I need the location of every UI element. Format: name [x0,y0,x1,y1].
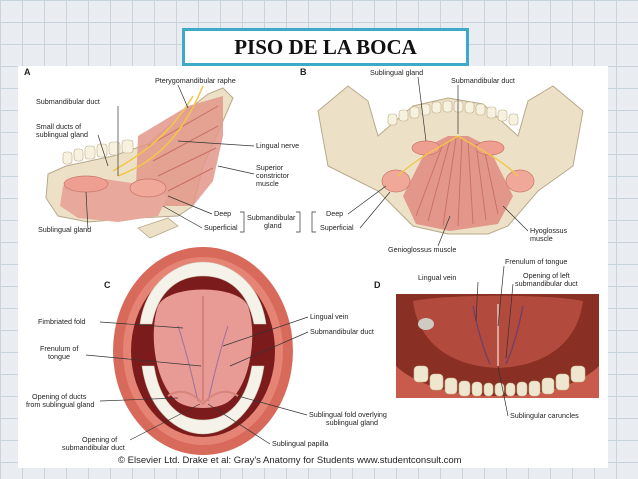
label-small-ducts-1: Small ducts of [36,122,81,131]
panel-c-lower-teeth [141,365,265,435]
panel-c-upper-teeth [139,261,267,325]
label-superior-2: constrictor [256,171,290,180]
label-sublingual-papilla: Sublingual papilla [272,439,328,448]
label-sublingual-caruncles: Sublingular caruncles [510,411,579,420]
label-a-submandibular-gland-2: gland [264,221,282,230]
label-superior-1: Superior [256,163,284,172]
label-a-superficial: Superficial [204,223,238,232]
label-a-sublingual-gland: Sublingual gland [38,225,91,234]
copyright-notice: © Elsevier Ltd. Drake et al: Gray's Anat… [118,455,462,466]
panel-d-letter: D [374,280,381,290]
panel-a-muscle [136,96,223,206]
label-opening-sub-1: Opening of [82,435,117,444]
panel-b: B Sublingual gland [300,67,584,254]
panel-b-teeth [387,100,519,126]
panel-a: A Pterygomandibular raphe Submandibular … [24,67,301,239]
panel-a-lingual-nerve [112,85,204,177]
label-fimbriated-fold: Fimbriated fold [38,317,86,326]
panel-c: C Fimbriated fold Frenulum of tongue Ope… [26,247,387,455]
label-opening-ducts-1: Opening of ducts [32,392,87,401]
label-opening-sub-2: submandibular duct [62,443,125,452]
panel-b-muscles [403,136,513,231]
label-c-frenulum-2: tongue [48,352,70,361]
label-superior-3: muscle [256,179,279,188]
label-c-frenulum-1: Frenulum of [40,344,78,353]
panel-d-teeth [413,365,586,397]
panel-a-sublingual-gland [63,175,109,193]
panel-b-letter: B [300,67,307,77]
panel-d: D Frenulum of tongue Lingual v [374,257,599,420]
label-d-frenulum: Frenulum of tongue [505,257,567,266]
label-b-sublingual-gland: Sublingual gland [370,68,423,77]
panel-b-sublingual-gland-left [411,140,441,156]
label-opening-left-1: Opening of left [523,271,570,280]
label-c-submandibular-duct: Submandibular duct [310,327,374,336]
panel-c-letter: C [104,280,111,290]
label-hyoglossus-1: Hyoglossus [530,226,568,235]
slide-title: PISO DE LA BOCA [182,28,469,66]
label-a-submandibular-gland-1: Submandibular [247,213,296,222]
panel-a-hyoid [137,217,179,239]
label-opening-ducts-2: from sublingual gland [26,400,94,409]
label-small-ducts-2: sublingual gland [36,130,88,139]
panel-b-submandibular-gland-right [505,169,535,193]
panel-a-teeth [62,139,134,165]
panel-a-letter: A [24,67,31,77]
label-a-lingual-nerve: Lingual nerve [256,141,299,150]
panel-b-sublingual-gland-right [475,140,505,156]
label-b-submandibular-duct: Submandibular duct [451,76,515,85]
label-d-lingual-vein: Lingual vein [418,273,456,282]
anatomy-figure-plate: A Pterygomandibular raphe Submandibular … [18,66,608,468]
label-hyoglossus-2: muscle [530,234,553,243]
label-b-deep: Deep [326,209,343,218]
label-a-submandibular-duct: Submandibular duct [36,97,100,106]
panel-a-submandibular-gland [129,178,167,198]
label-c-lingual-vein: Lingual vein [310,312,348,321]
label-genioglossus: Genioglossus muscle [388,245,456,254]
label-sublingual-fold-1: Sublingual fold overlying [309,410,387,419]
label-opening-left-2: submandibular duct [515,279,578,288]
label-a-deep: Deep [214,209,231,218]
panel-b-submandibular-gland-left [381,169,411,193]
anatomy-figure: A Pterygomandibular raphe Submandibular … [24,67,599,466]
label-b-superficial: Superficial [320,223,354,232]
label-pterygomandibular-raphe: Pterygomandibular raphe [155,76,236,85]
label-sublingual-fold-2: sublingual gland [326,418,378,427]
